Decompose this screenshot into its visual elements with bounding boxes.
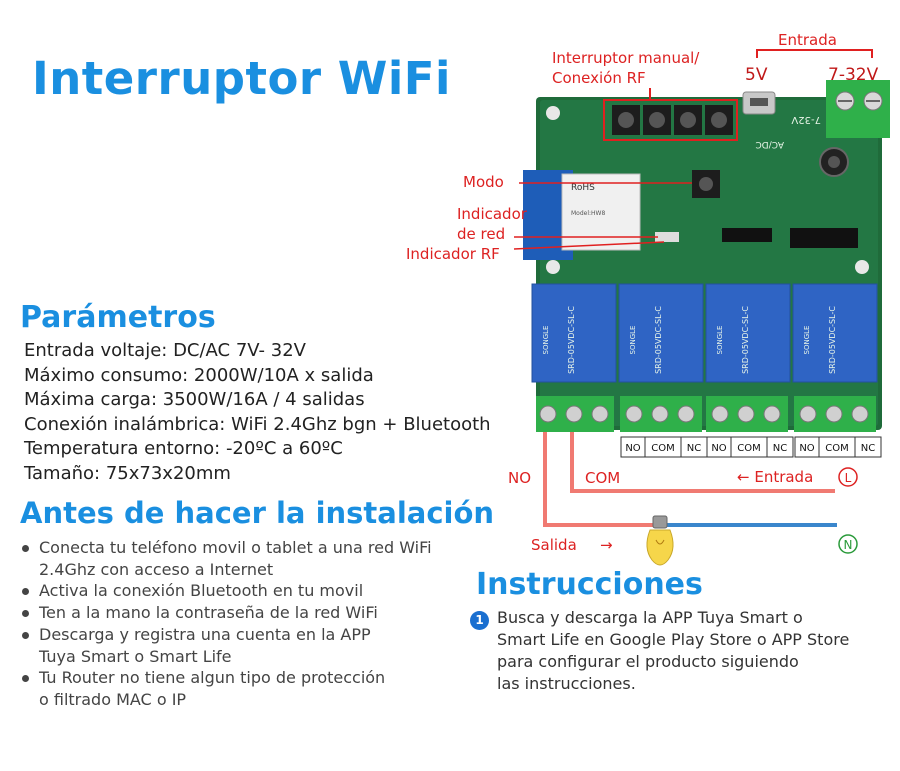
label-5v: 5V	[745, 65, 768, 85]
params-list: Entrada voltaje: DC/AC 7V- 32V Máximo co…	[24, 339, 491, 487]
svg-text:COM: COM	[825, 443, 848, 454]
pcb-label: 7-32V	[791, 114, 821, 125]
relay-model: SRD-05VDC-SL-C	[741, 306, 750, 374]
lightbulb-icon	[646, 515, 674, 566]
param-key: Temperatura entorno:	[24, 438, 221, 460]
wire-com	[570, 430, 574, 492]
svg-text:NO: NO	[625, 443, 640, 454]
relay	[792, 283, 878, 383]
relay-model: SRD-05VDC-SL-C	[567, 306, 576, 374]
mount-hole	[546, 260, 560, 274]
wire-neutral-line	[662, 523, 837, 527]
param-key: Máxima carga:	[24, 389, 158, 411]
entrada-bracket	[756, 49, 873, 58]
param-key: Entrada voltaje:	[24, 340, 168, 361]
svg-text:NO: NO	[799, 443, 814, 454]
wire-entrada-label: ← Entrada	[737, 468, 813, 486]
led	[655, 232, 679, 242]
net-indicator-label: Indicador	[457, 205, 528, 223]
wire-com-label: COM	[585, 469, 620, 487]
svg-text:COM: COM	[737, 443, 760, 454]
terminal-labels: NO COM NC NO COM NC NO COM NC	[620, 436, 882, 458]
power-terminal	[826, 80, 890, 138]
svg-text:NO: NO	[711, 443, 726, 454]
param-value: 75x73x20mm	[100, 462, 231, 484]
mount-hole	[546, 106, 560, 120]
list-item: Conecta tu teléfono movil o tablet a una…	[22, 537, 432, 580]
param-value: -20ºC a 60ºC	[220, 438, 343, 460]
wire-no-label: NO	[508, 469, 531, 487]
manual-buttons	[612, 105, 733, 135]
rf-receiver	[790, 228, 858, 248]
relay	[618, 283, 704, 383]
arrow-right-icon: →	[600, 536, 613, 554]
chip	[722, 228, 772, 242]
param-key: Tamaño:	[24, 462, 101, 484]
relays: SRD-05VDC-SL-C SRD-05VDC-SL-C SRD-05VDC-…	[531, 283, 878, 383]
params-heading: Parámetros	[20, 300, 216, 335]
param-row: Conexión inalámbrica: WiFi 2.4Ghz bgn + …	[24, 413, 491, 438]
svg-text:NC: NC	[773, 443, 787, 454]
net-indicator-label-2: de red	[457, 225, 505, 243]
module-model: Model:HW8	[571, 210, 605, 217]
param-row: Máximo consumo: 2000W/10A x salida	[24, 364, 491, 389]
before-install-heading: Antes de hacer la instalación	[20, 496, 495, 530]
instructions-text: Busca y descarga la APP Tuya Smart o Sma…	[497, 608, 850, 693]
param-row: Tamaño: 75x73x20mm	[24, 462, 491, 487]
step-number-badge: 1	[470, 611, 489, 630]
list-item: Tu Router no tiene algun tipo de protecc…	[22, 667, 432, 710]
svg-text:N: N	[844, 538, 853, 552]
param-value: 3500W/16A / 4 salidas	[157, 389, 365, 411]
relay-brand: SONGLE	[716, 326, 724, 355]
module-mark: RoHS	[571, 183, 595, 193]
output-terminals	[536, 396, 876, 432]
list-item: Ten a la mano la contraseña de la red Wi…	[22, 602, 432, 624]
svg-text:L: L	[845, 471, 852, 485]
entrada-top-label: Entrada	[778, 31, 837, 49]
rf-indicator-label: Indicador RF	[406, 245, 500, 263]
list-item: Descarga y registra una cuenta en la APP…	[22, 624, 432, 667]
relay	[705, 283, 791, 383]
pcb-label-acdc: AC/DC	[755, 139, 784, 149]
instructions-heading: Instrucciones	[476, 567, 703, 602]
param-key: Máximo consumo:	[24, 364, 189, 386]
svg-text:NC: NC	[861, 443, 875, 454]
param-value: DC/AC 7V- 32V	[167, 340, 306, 361]
label-7-32v: 7-32V	[828, 65, 879, 85]
wire-no	[543, 430, 547, 526]
param-row: Temperatura entorno: -20ºC a 60ºC	[24, 437, 491, 462]
wiring	[543, 430, 837, 527]
relay-brand: SONGLE	[542, 326, 550, 355]
mount-hole	[855, 260, 869, 274]
param-key: Conexión inalámbrica:	[24, 413, 226, 435]
list-item: Activa la conexión Bluetooth en tu movil	[22, 580, 432, 602]
manual-switch-highlight	[603, 99, 738, 141]
relay-brand: SONGLE	[803, 326, 811, 355]
wire-salida-line	[543, 523, 655, 527]
relay-model: SRD-05VDC-SL-C	[654, 306, 663, 374]
param-value: WiFi 2.4Ghz bgn + Bluetooth	[225, 413, 491, 435]
param-row: Máxima carga: 3500W/16A / 4 salidas	[24, 388, 491, 413]
line-symbol	[838, 467, 858, 487]
page-title: Interruptor WiFi	[32, 52, 451, 105]
svg-text:COM: COM	[651, 443, 674, 454]
before-install-list: Conecta tu teléfono movil o tablet a una…	[22, 537, 432, 711]
relay	[531, 283, 617, 383]
wire-salida-label: Salida	[531, 536, 577, 554]
relay-brand: SONGLE	[629, 326, 637, 355]
neutral-symbol	[838, 534, 858, 554]
param-row: Entrada voltaje: DC/AC 7V- 32V	[24, 339, 491, 364]
svg-text:NC: NC	[687, 443, 701, 454]
wire-entrada-line	[570, 489, 835, 493]
param-value: 2000W/10A x salida	[188, 364, 374, 386]
manual-switch-label: Interruptor manual/	[552, 49, 700, 67]
relay-model: SRD-05VDC-SL-C	[828, 306, 837, 374]
manual-switch-label-2: Conexión RF	[552, 69, 646, 87]
mode-label: Modo	[463, 173, 504, 191]
